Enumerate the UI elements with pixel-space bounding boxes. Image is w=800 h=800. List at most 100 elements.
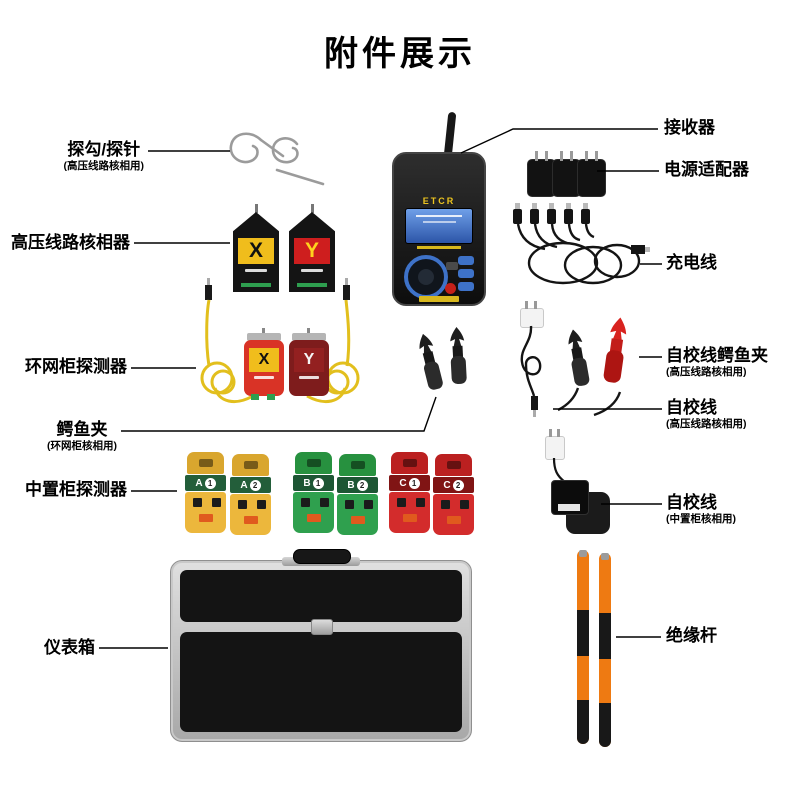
rod-grip	[599, 613, 611, 659]
hv-detector-tip	[311, 204, 314, 213]
clamp-jaw	[232, 454, 269, 476]
label-selfcal-hv: 自校线 (高压线路核相用)	[666, 398, 747, 431]
clamp-slot	[198, 459, 213, 467]
adapter-prong	[585, 151, 588, 161]
label-mid-detector: 中置柜探测器	[25, 481, 127, 499]
ring-y-panel: Y	[294, 348, 324, 372]
label-selfcal-hv-text: 自校线	[666, 398, 717, 417]
receiver-brand: ETCR	[422, 196, 456, 206]
clamp-body	[185, 492, 226, 533]
cable-connector	[564, 203, 573, 224]
ring-x-body: X	[244, 340, 284, 400]
plug-tip	[645, 247, 650, 252]
ring-x-pin	[262, 328, 265, 334]
label-alligator-text: 鳄鱼夹	[56, 420, 108, 439]
label-ring-detector-text: 环网柜探测器	[25, 357, 127, 376]
ring-x-panel: X	[249, 348, 279, 372]
hv-y-letter: Y	[304, 239, 319, 262]
clamp-window	[320, 498, 329, 507]
cable-coils	[516, 223, 650, 285]
page-title: 附件展示	[324, 35, 476, 73]
white-plug	[520, 301, 544, 328]
hv-x-caption	[245, 269, 267, 272]
red-alligator-clip	[603, 317, 627, 383]
label-hv-detector: 高压线路核相器	[11, 234, 130, 252]
clamp-body	[230, 494, 271, 535]
clamp-jaw	[435, 454, 472, 476]
clamp-label-a2: A 2	[230, 477, 271, 493]
adapter-prong	[595, 151, 598, 161]
insulation-rod	[599, 553, 611, 747]
clip-leads	[557, 387, 622, 417]
label-selfcal-mid-sub: (中置柜核相用)	[666, 513, 736, 525]
ring-x-caption	[254, 376, 274, 379]
clamp-slot	[446, 461, 461, 469]
clamp-body	[337, 494, 378, 535]
hv-detector-tip	[255, 204, 258, 213]
clamp-sticker	[198, 514, 213, 522]
receiver-caption	[417, 246, 461, 249]
clamp-jaw	[295, 452, 332, 474]
banana-plug	[343, 285, 350, 300]
connector-body	[530, 209, 539, 224]
alligator-clip-2	[450, 327, 467, 385]
insulation-rod	[577, 550, 589, 744]
label-charge-cable: 充电线	[666, 254, 717, 272]
clamp-slot	[350, 461, 365, 469]
banana-plug	[531, 396, 538, 410]
label-adapter-text: 电源适配器	[664, 160, 749, 179]
screen-content-line	[415, 215, 463, 217]
clamp-num: 1	[204, 477, 216, 489]
power-adapter	[527, 151, 556, 197]
clamp-jaw	[391, 452, 428, 474]
label-adapter: 电源适配器	[664, 161, 749, 179]
clamp-window	[238, 500, 247, 509]
clamp-slot	[306, 459, 321, 467]
receiver-body: ETCR	[392, 152, 486, 306]
hv-x-panel: X	[238, 238, 274, 264]
ring-y-body: Y	[289, 340, 329, 396]
dpad-button	[404, 255, 448, 299]
clamp-phase: C	[399, 477, 407, 489]
receiver-keypad	[401, 254, 477, 299]
label-rod-text: 绝缘杆	[666, 626, 717, 645]
clamp-phase: B	[347, 479, 355, 491]
hv-detector-y: Y	[289, 212, 335, 292]
plug-prong	[557, 429, 560, 437]
connector-body	[513, 209, 522, 224]
clamp-window	[193, 498, 202, 507]
ring-y-cap	[292, 333, 326, 341]
power-adapter	[577, 151, 606, 197]
cable-connector	[547, 203, 556, 224]
clamp-label-b1: B 1	[293, 475, 334, 491]
selfcal-line-mid	[527, 429, 615, 540]
probe-needle	[275, 168, 325, 186]
clamp-phase: C	[443, 479, 451, 491]
ring-x-cap	[247, 333, 281, 341]
clamp-window	[416, 498, 425, 507]
receiver-bottom-label	[419, 296, 459, 302]
case-bottom-panel	[180, 632, 462, 732]
banana-plug	[205, 285, 212, 300]
ring-x-contact	[267, 394, 275, 400]
clamp-body	[293, 492, 334, 533]
selfcal-cable	[520, 325, 542, 397]
clamp-sticker	[306, 514, 321, 522]
clamp-phase: A	[240, 479, 248, 491]
selfcal-clips	[557, 317, 627, 417]
clamp-slot	[243, 461, 258, 469]
rod-foot	[599, 703, 611, 747]
label-alligator: 鳄鱼夹 (环网柜核相用)	[47, 420, 117, 453]
receiver-device: ETCR	[388, 108, 488, 306]
clamp-label-a1: A 1	[185, 475, 226, 491]
right-angle-plug	[631, 245, 645, 254]
adapter-prong	[545, 151, 548, 161]
function-button	[458, 269, 474, 278]
yellow-test-leads	[200, 299, 360, 404]
clamp-a1: A 1	[183, 452, 228, 534]
clamp-slot	[402, 459, 417, 467]
power-button	[445, 283, 456, 294]
clamp-jaw	[339, 454, 376, 476]
label-selfcal-hv-sub: (高压线路核相用)	[666, 418, 747, 430]
